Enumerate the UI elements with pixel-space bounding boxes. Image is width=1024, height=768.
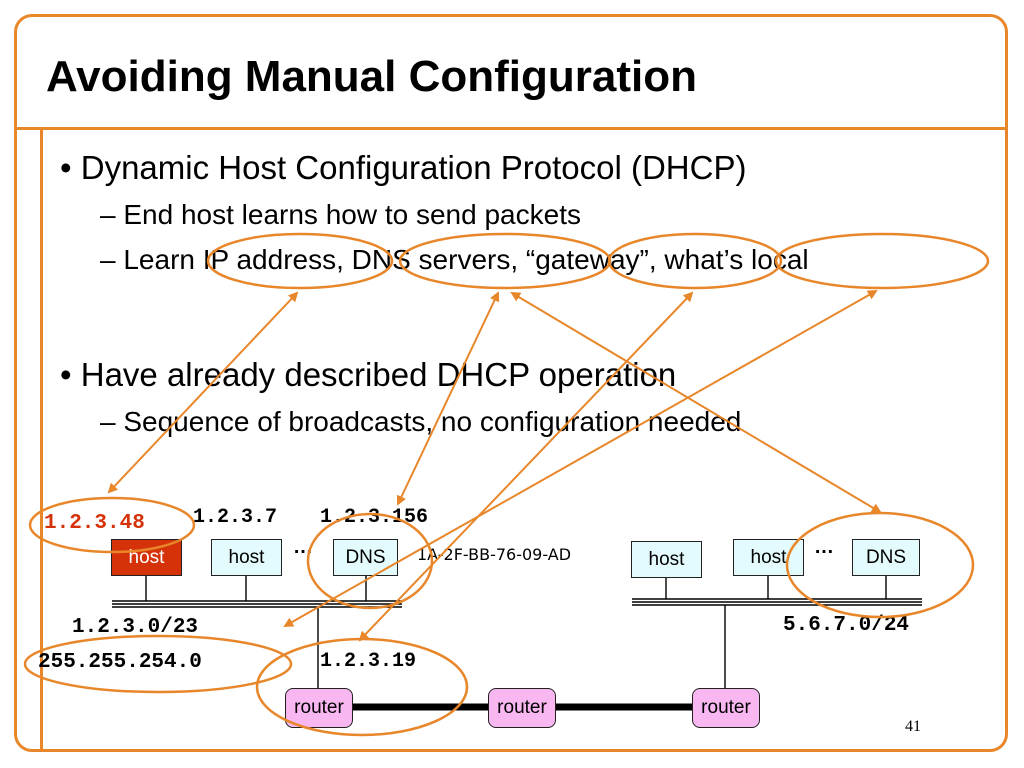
host2-ip-label: 1.2.3.7: [193, 506, 278, 529]
bullet-glyph: •: [60, 356, 72, 393]
bullet-1-text: Dynamic Host Configuration Protocol (DHC…: [80, 149, 747, 186]
bullet-1-sub-1: – End host learns how to send packets: [100, 199, 581, 231]
router-ip-label: 1.2.3.19: [320, 650, 417, 673]
bullet-1-sub-1-text: End host learns how to send packets: [123, 199, 581, 230]
page-number: 41: [905, 718, 921, 735]
dash-glyph: –: [100, 244, 116, 275]
bullet-1-sub-2: – Learn IP address, DNS servers, “gatewa…: [100, 244, 809, 276]
subnet-prefix-left: 1.2.3.0/23: [72, 616, 199, 639]
bullet-1-sub-2-text: Learn IP address, DNS servers, “gateway”…: [123, 244, 809, 275]
slide-title: Avoiding Manual Configuration: [46, 52, 697, 101]
router-1: router: [285, 688, 353, 728]
bullet-glyph: •: [60, 149, 72, 186]
title-divider: [17, 127, 1005, 130]
mapping-arrows: [107, 290, 882, 642]
subnet-mask-label: 255.255.254.0: [38, 651, 202, 674]
left-lan-drops: [145, 576, 367, 688]
host-ip-label: 1.2.3.48: [44, 512, 145, 535]
right-lan-bus: [632, 598, 922, 606]
router-2: router: [488, 688, 556, 728]
bullet-1: • Dynamic Host Configuration Protocol (D…: [60, 149, 746, 187]
host-box: host: [211, 539, 282, 576]
router-3: router: [692, 688, 760, 728]
slide-frame: [14, 14, 1008, 752]
left-accent-rule: [40, 127, 43, 751]
dash-glyph: –: [100, 199, 116, 230]
right-lan-drops: [665, 576, 887, 688]
